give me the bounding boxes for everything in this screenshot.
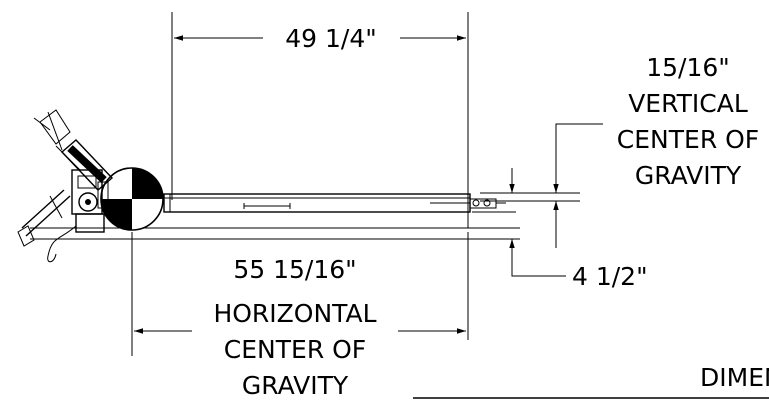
upper-link-2 xyxy=(55,145,81,171)
upper-arm xyxy=(60,139,114,191)
horizontal-cg-dimension: 55 15/16" HORIZONTAL CENTER OF GRAVITY xyxy=(131,232,469,400)
lower-housing xyxy=(75,213,105,233)
lower-clamp xyxy=(17,225,35,247)
upper-clamp xyxy=(39,109,71,145)
vertical-cg-dimension: 15/16" VERTICAL CENTER OF GRAVITY xyxy=(480,53,759,248)
boom-tip-bolt-1 xyxy=(472,199,480,207)
top-length-dimension: 49 1/4" xyxy=(171,12,469,228)
vertical-cg-value: 15/16" xyxy=(646,53,730,82)
offset-height-dimension: 4 1/2" xyxy=(472,168,648,291)
upper-link xyxy=(47,111,63,151)
head-pivot xyxy=(78,192,98,212)
vertical-cg-leader xyxy=(555,123,603,166)
upper-clamp-bolt xyxy=(33,117,51,131)
horizontal-cg-line1: HORIZONTAL xyxy=(213,299,376,328)
head-assembly xyxy=(17,109,114,263)
head-body-window xyxy=(77,175,97,189)
title-block: DIMEN xyxy=(413,363,769,399)
horizontal-cg-value: 55 15/16" xyxy=(233,255,356,284)
vertical-cg-line3: GRAVITY xyxy=(635,161,742,190)
offset-leader xyxy=(511,262,566,277)
lower-arm-2 xyxy=(21,189,65,229)
center-of-gravity-symbol xyxy=(100,167,164,231)
vertical-cg-line1: VERTICAL xyxy=(628,89,748,118)
offset-height-label: 4 1/2" xyxy=(572,262,648,291)
horizontal-cg-line2: CENTER OF xyxy=(224,335,366,364)
head-pivot-center xyxy=(85,199,91,205)
boom-tube xyxy=(163,193,506,213)
cable xyxy=(47,225,77,263)
cg-quadrant-top-right xyxy=(132,168,163,199)
boom-body xyxy=(163,193,471,213)
top-length-label: 49 1/4" xyxy=(285,24,377,53)
title-block-text: DIMEN xyxy=(700,363,769,392)
vertical-cg-line2: CENTER OF xyxy=(617,125,759,154)
head-side-plate xyxy=(97,181,109,209)
upper-arm-dark xyxy=(67,145,107,183)
boom-tip-bolt-2 xyxy=(483,199,491,207)
horizontal-cg-line3: GRAVITY xyxy=(242,371,349,400)
lower-link xyxy=(49,195,63,219)
cg-quadrant-bottom-left xyxy=(101,199,132,230)
lower-arm xyxy=(25,195,71,237)
